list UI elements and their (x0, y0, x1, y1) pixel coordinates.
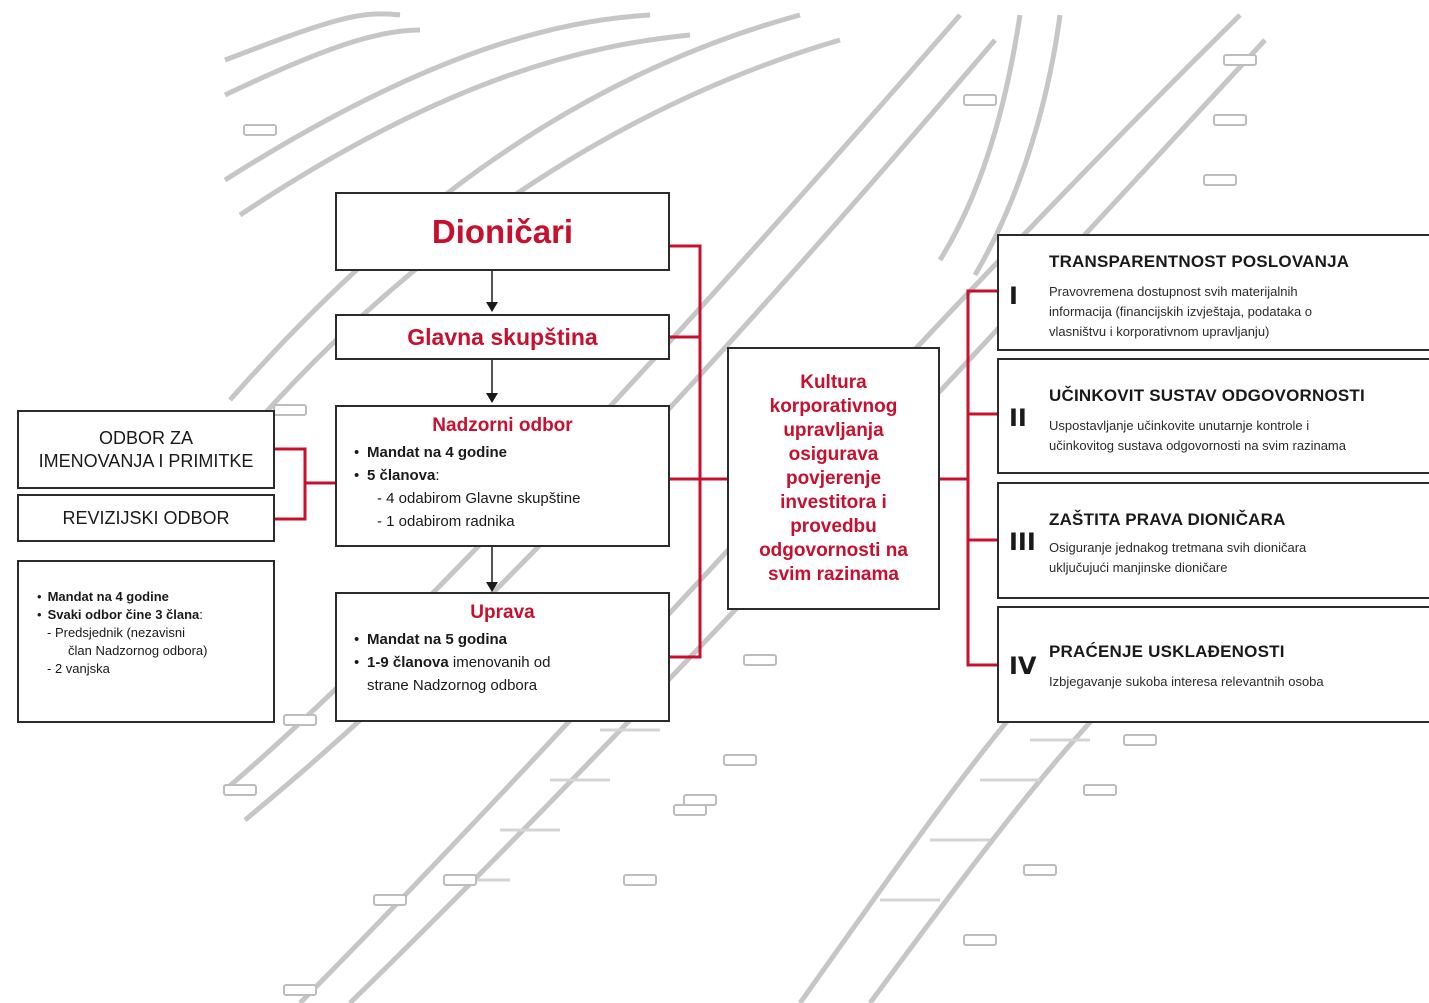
pillar-title: UČINKOVIT SUSTAV ODGOVORNOSTI (1049, 386, 1365, 405)
committee-chair: - Predsjednik (nezavisni (47, 625, 186, 640)
nomination-committee-line2: IMENOVANJA I PRIMITKE (38, 450, 254, 471)
pillar-description: Pravovremena dostupnost svih materijalni… (1049, 284, 1313, 339)
pillar-title: TRANSPARENTNOST POSLOVANJA (1049, 252, 1350, 271)
nomination-committee-box: ODBOR ZA IMENOVANJA I PRIMITKE (17, 410, 275, 489)
management-members-appointed: strane Nadzornog odbora (367, 677, 538, 694)
management-members: 1-9 članova imenovanih od (367, 651, 668, 674)
management-board-title: Uprava (470, 602, 535, 623)
pillar-accountability: II UČINKOVIT SUSTAV ODGOVORNOSTI Usposta… (997, 358, 1429, 474)
management-board-box: Uprava Mandat na 5 godina 1-9 članova im… (335, 592, 670, 722)
nomination-committee-line1: ODBOR ZA (98, 427, 193, 448)
pillar-shareholder-rights: III ZAŠTITA PRAVA DIONIČARA Osiguranje j… (997, 482, 1429, 599)
pillar-title: ZAŠTITA PRAVA DIONIČARA (1049, 510, 1286, 529)
committee-external: - 2 vanjska (47, 661, 110, 676)
management-mandate: Mandat na 5 godina (367, 628, 668, 651)
supervisory-board-box: Nadzorni odbor Mandat na 4 godine 5 član… (335, 405, 670, 547)
pillar-compliance: IV PRAĆENJE USKLAĐENOSTI Izbjegavanje su… (997, 606, 1429, 723)
pillar-number: II (1009, 404, 1027, 432)
pillar-transparency: I TRANSPARENTNOST POSLOVANJA Pravovremen… (997, 234, 1429, 351)
governance-culture-text: Kultura korporativnog upravljanja osigur… (759, 371, 908, 585)
committee-note-box: Mandat na 4 godine Svaki odbor čine 3 čl… (17, 560, 275, 723)
supervisory-members: 5 članova: (367, 464, 668, 487)
supervisory-members-assembly: - 4 odabirom Glavne skupštine (377, 490, 581, 507)
pillar-number: I (1009, 282, 1018, 310)
committee-mandate: Mandat na 4 godine (37, 588, 273, 606)
governance-culture-box: Kultura korporativnog upravljanja osigur… (727, 347, 940, 610)
supervisory-members-workers: - 1 odabirom radnika (377, 513, 515, 530)
committee-chair-detail: član Nadzornog odbora) (68, 643, 208, 658)
supervisory-board-title: Nadzorni odbor (432, 415, 573, 436)
pillar-description: Osiguranje jednakog tretmana svih dionič… (1049, 540, 1307, 575)
audit-committee-label: REVIZIJSKI ODBOR (62, 507, 230, 528)
pillar-number: IV (1009, 652, 1037, 680)
shareholders-box: Dioničari (335, 192, 670, 271)
supervisory-mandate: Mandat na 4 godine (367, 441, 668, 464)
audit-committee-box: REVIZIJSKI ODBOR (17, 494, 275, 542)
pillar-title: PRAĆENJE USKLAĐENOSTI (1049, 642, 1285, 661)
pillar-description: Uspostavljanje učinkovite unutarnje kont… (1049, 418, 1346, 453)
pillar-description: Izbjegavanje sukoba interesa relevantnih… (1049, 674, 1324, 689)
shareholders-title: Dioničari (431, 212, 574, 250)
general-assembly-box: Glavna skupština (335, 314, 670, 360)
general-assembly-title: Glavna skupština (407, 323, 598, 350)
committee-composition: Svaki odbor čine 3 člana: (37, 606, 273, 624)
pillar-number: III (1009, 528, 1036, 556)
